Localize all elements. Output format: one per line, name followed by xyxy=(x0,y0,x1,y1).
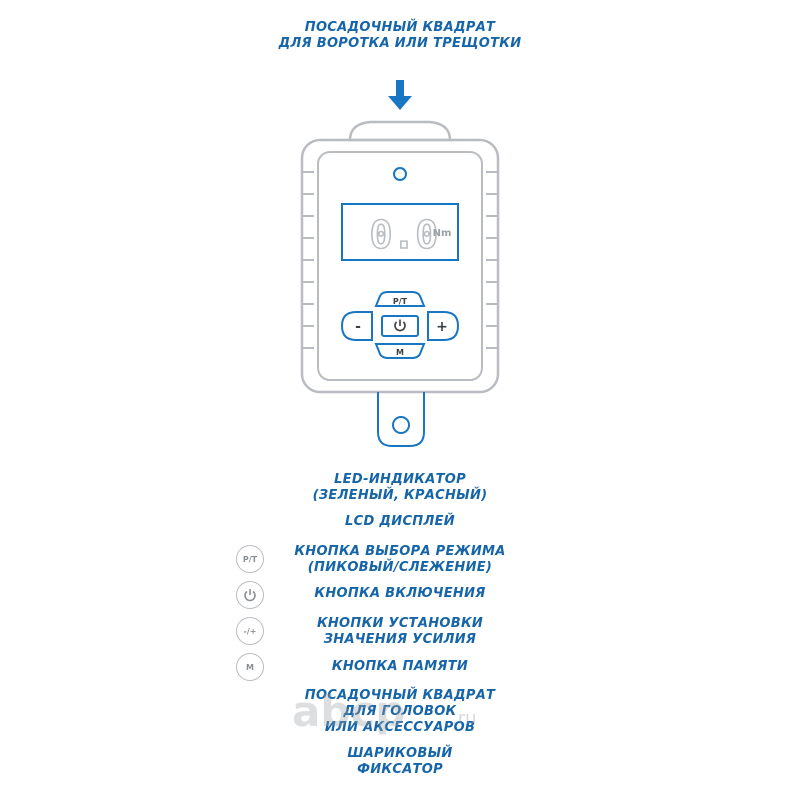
power-button[interactable] xyxy=(381,315,419,337)
lcd-value: 0.0 xyxy=(370,213,439,257)
legend-pt-icon: P/T xyxy=(236,545,264,573)
legend-led-line-1: LED-ИНДИКАТОР xyxy=(334,472,466,487)
top-label-line-1: ПОСАДОЧНЫЙ КВАДРАТ xyxy=(304,20,496,35)
legend-mode-line-2: (ПИКОВЫЙ/СЛЕЖЕНИЕ) xyxy=(307,560,493,575)
legend-detent-line-1: ШАРИКОВЫЙ xyxy=(347,746,453,761)
lcd-unit: Nm xyxy=(433,228,452,239)
power-icon xyxy=(394,319,406,332)
legend-power-icon xyxy=(236,581,264,609)
top-drive-square xyxy=(348,120,452,142)
power-icon xyxy=(244,589,256,602)
legend-memory-line-1: КНОПКА ПАМЯТИ xyxy=(331,659,469,674)
legend-force-line-1: КНОПКИ УСТАНОВКИ xyxy=(316,616,484,631)
legend-force-line-2: ЗНАЧЕНИЯ УСИЛИЯ xyxy=(323,632,477,647)
arrow-down-icon xyxy=(388,80,412,110)
pt-button[interactable]: P/T xyxy=(374,291,426,307)
right-grip xyxy=(486,171,498,349)
legend-minus-plus-icon: -/+ xyxy=(236,617,264,645)
legend-force-buttons: КНОПКИ УСТАНОВКИ ЗНАЧЕНИЯ УСИЛИЯ xyxy=(200,616,600,648)
top-label-line-2: ДЛЯ ВОРОТКА ИЛИ ТРЕЩОТКИ xyxy=(278,36,522,51)
plus-button-label: + xyxy=(436,319,448,335)
ball-detent xyxy=(392,416,410,434)
legend-lcd-display: LCD ДИСПЛЕЙ xyxy=(200,514,600,530)
minus-button[interactable]: - xyxy=(340,311,373,341)
device-body-outer xyxy=(300,138,500,394)
legend-mode-line-1: КНОПКА ВЫБОРА РЕЖИМА xyxy=(294,544,506,559)
legend-drive-line-3: ИЛИ АКСЕССУАРОВ xyxy=(324,720,476,735)
left-grip xyxy=(302,171,314,349)
legend-power-button: КНОПКА ВКЛЮЧЕНИЯ xyxy=(200,586,600,602)
lcd-display xyxy=(341,203,459,261)
legend-power-line-1: КНОПКА ВКЛЮЧЕНИЯ xyxy=(314,586,486,601)
led-indicator xyxy=(393,167,407,181)
legend-memory-button: КНОПКА ПАМЯТИ xyxy=(200,659,600,675)
device-body-inner xyxy=(317,151,483,381)
legend-lcd-line-1: LCD ДИСПЛЕЙ xyxy=(345,514,455,529)
bottom-drive-square xyxy=(377,392,425,447)
legend-drive-line-2: ДЛЯ ГОЛОВОК xyxy=(343,704,457,719)
top-drive-label: ПОСАДОЧНЫЙ КВАДРАТ ДЛЯ ВОРОТКА ИЛИ ТРЕЩО… xyxy=(200,20,600,52)
legend-led-line-2: (ЗЕЛЕНЫЙ, КРАСНЫЙ) xyxy=(312,488,488,503)
legend-drive-line-1: ПОСАДОЧНЫЙ КВАДРАТ xyxy=(304,688,496,703)
memory-button-label: M xyxy=(396,348,404,357)
legend-m-icon: M xyxy=(236,653,264,681)
plus-button[interactable]: + xyxy=(427,311,460,341)
legend-detent-line-2: ФИКСАТОР xyxy=(357,762,443,777)
legend-led-indicator: LED-ИНДИКАТОР (ЗЕЛЕНЫЙ, КРАСНЫЙ) xyxy=(200,472,600,504)
minus-button-label: - xyxy=(355,319,361,335)
pt-button-label: P/T xyxy=(393,297,408,306)
legend-bottom-drive-square: ПОСАДОЧНЫЙ КВАДРАТ ДЛЯ ГОЛОВОК ИЛИ АКСЕС… xyxy=(200,688,600,736)
memory-button[interactable]: M xyxy=(374,343,426,359)
legend-ball-detent: ШАРИКОВЫЙ ФИКСАТОР xyxy=(200,746,600,778)
legend-mode-button: КНОПКА ВЫБОРА РЕЖИМА (ПИКОВЫЙ/СЛЕЖЕНИЕ) xyxy=(200,544,600,576)
